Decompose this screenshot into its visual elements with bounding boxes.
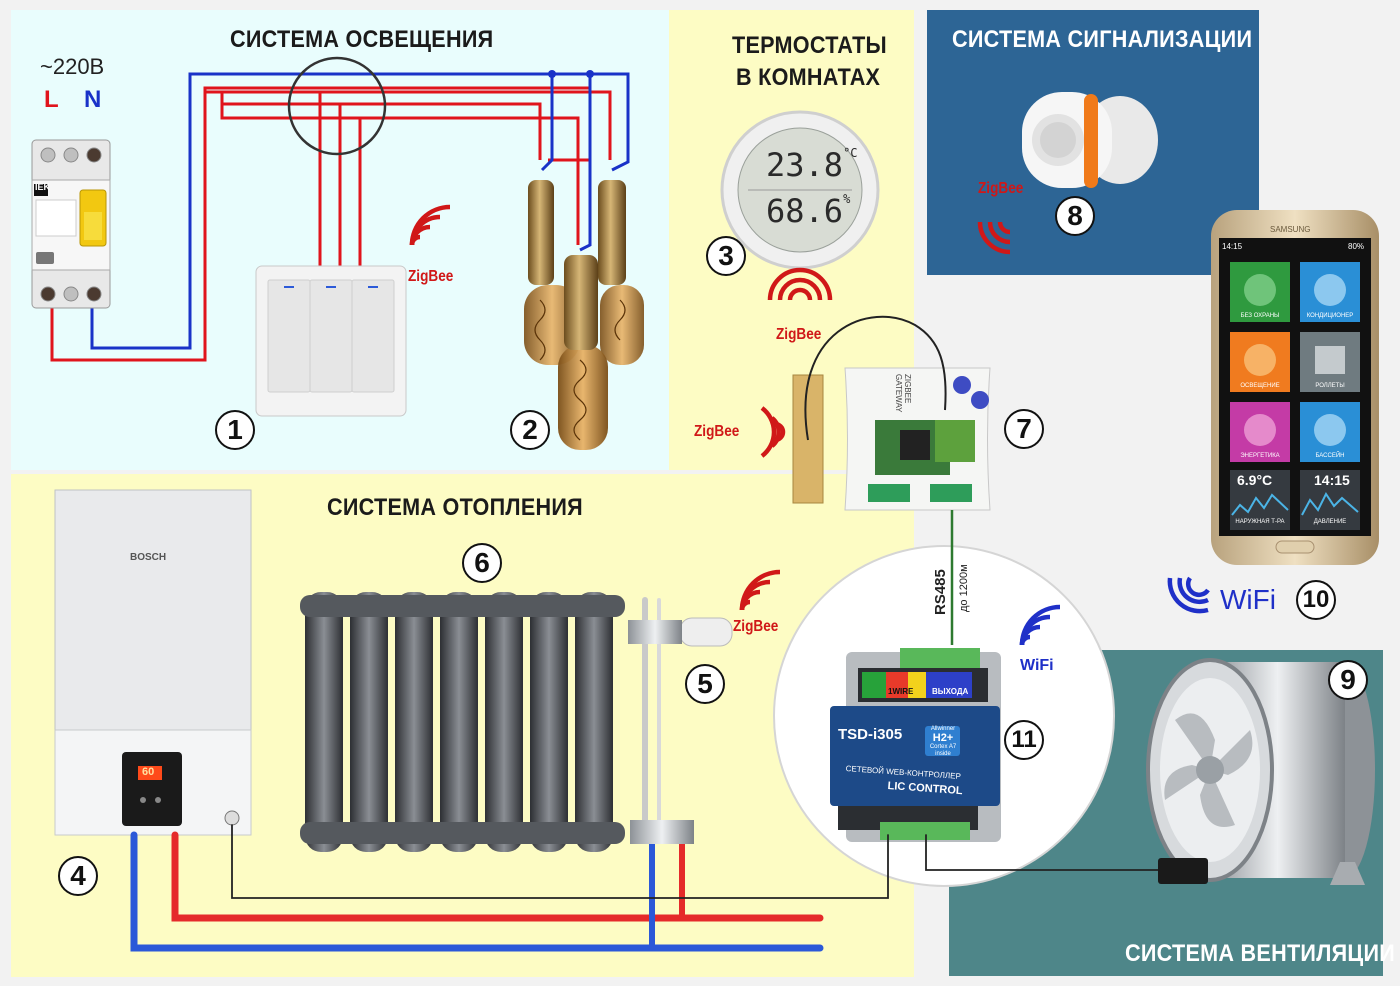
tile-label-5[interactable]: БАССЕЙН	[1315, 453, 1345, 459]
zigbee-label-radiator: ZigBee	[733, 618, 779, 635]
badge-7: 7	[1004, 409, 1044, 449]
thermostat-temp: 23.8°C	[766, 146, 858, 184]
breaker-brand: IEK	[35, 182, 51, 192]
ventilation-title: СИСТЕМА ВЕНТИЛЯЦИИ	[1125, 940, 1396, 967]
rs485-label: RS485	[932, 569, 949, 615]
thermostat-humidity: 68.6%	[766, 192, 851, 230]
neutral-wire	[90, 72, 630, 350]
neutral-label: N	[84, 86, 102, 113]
badge-10: 10	[1296, 580, 1336, 620]
smartphone	[1211, 210, 1379, 565]
thermostats-title-line2: В КОМНАТАХ	[736, 64, 881, 91]
boiler-brand: BOSCH	[130, 552, 167, 563]
motion-sensor	[1022, 92, 1158, 188]
duct-fan	[1146, 658, 1375, 885]
controller-model: TSD-i305	[838, 726, 903, 743]
badge-9: 9	[1328, 660, 1368, 700]
web-controller	[830, 648, 1001, 842]
heating-title: СИСТЕМА ОТОПЛЕНИЯ	[327, 494, 583, 521]
zigbee-label-alarm: ZigBee	[978, 180, 1024, 197]
badge-2: 2	[510, 410, 550, 450]
phone-clock: 14:15	[1314, 472, 1350, 488]
tile-label-1[interactable]: КОНДИЦИОНЕР	[1306, 313, 1354, 319]
badge-4: 4	[58, 856, 98, 896]
wifi-label-phone: WiFi	[1220, 584, 1276, 615]
voltage-label: ~220В	[40, 54, 105, 79]
phone-brand: SAMSUNG	[1270, 225, 1311, 234]
radiator-thermostat-head	[679, 617, 733, 647]
zigbee-label-switch: ZigBee	[408, 268, 454, 285]
thermostats-title-line1: ТЕРМОСТАТЫ	[732, 32, 887, 59]
phase-label: L	[44, 86, 59, 113]
boiler-display: 60	[142, 766, 155, 778]
badge-8: 8	[1055, 196, 1095, 236]
badge-3: 3	[706, 236, 746, 276]
light-switch	[255, 265, 407, 417]
edison-lamps	[524, 180, 644, 450]
wifi-label-controller: WiFi	[1020, 657, 1054, 674]
controller-chip: Allwinner H2+ Cortex A7 inside	[929, 726, 957, 757]
zigbee-gateway-board	[844, 367, 991, 511]
phone-status-time: 14:15	[1222, 242, 1243, 251]
outdoor-temp: 6.9°C	[1237, 472, 1273, 488]
tile-label-0[interactable]: БЕЗ ОХРАНЫ	[1240, 313, 1280, 319]
tile-label-3[interactable]: РОЛЛЕТЫ	[1315, 383, 1345, 389]
junction-box	[287, 56, 387, 156]
controller-port-outputs: ВЫХОДА	[932, 687, 969, 696]
radiator	[300, 592, 625, 852]
controller-port-1wire: 1WIRE	[888, 687, 914, 696]
room-thermostat	[720, 110, 880, 270]
cold-pipe	[130, 831, 824, 952]
pressure-label: ДАВЛЕНИЕ	[1313, 519, 1347, 525]
tile-label-4[interactable]: ЭНЕРГЕТИКА	[1240, 453, 1280, 459]
gas-boiler	[54, 489, 252, 836]
hot-pipe	[171, 831, 824, 922]
lighting-title: СИСТЕМА ОСВЕЩЕНИЯ	[230, 26, 494, 53]
tile-label-2[interactable]: ОСВЕЩЕНИЕ	[1240, 383, 1280, 389]
badge-6: 6	[462, 543, 502, 583]
phone-battery: 80%	[1348, 242, 1365, 251]
circuit-breaker	[31, 139, 111, 309]
zigbee-label-antenna: ZigBee	[694, 423, 740, 440]
badge-5: 5	[685, 664, 725, 704]
badge-11: 11	[1004, 720, 1044, 760]
alarm-title: СИСТЕМА СИГНАЛИЗАЦИИ	[952, 26, 1253, 53]
badge-1: 1	[215, 410, 255, 450]
rs485-range: до 1200м	[958, 564, 970, 612]
zigbee-label-thermostat: ZigBee	[776, 326, 822, 343]
outdoor-label: НАРУЖНАЯ Т-РА	[1235, 519, 1285, 525]
